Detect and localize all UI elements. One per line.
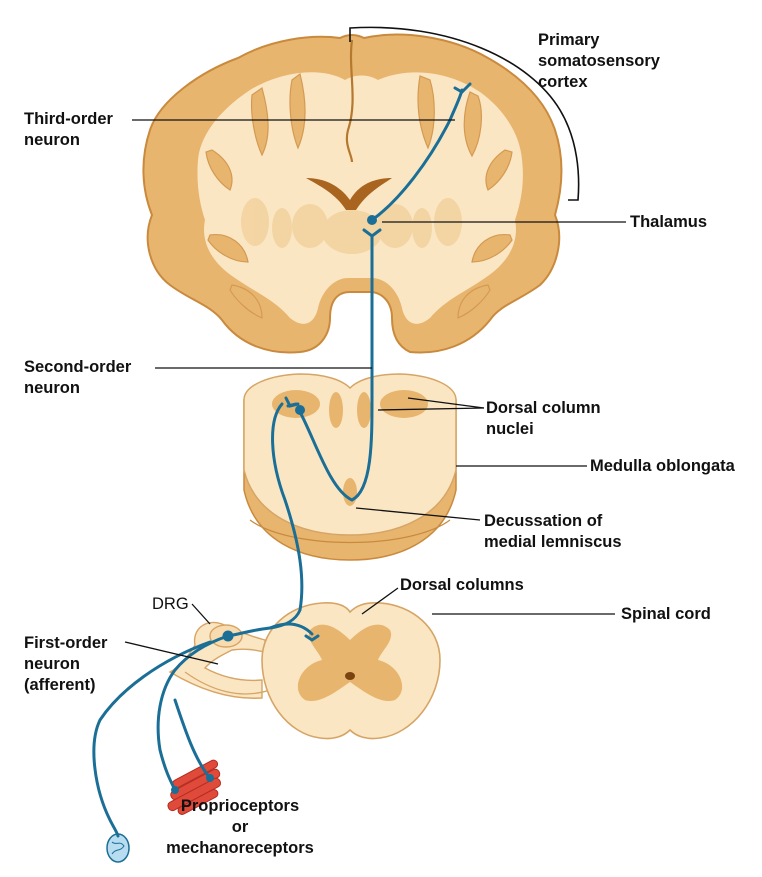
third-order-soma <box>367 215 377 225</box>
gracile-nucleus-left <box>329 392 343 428</box>
leader-dorsal-column-nuclei-2 <box>377 407 485 411</box>
label-spinal-cord: Spinal cord <box>621 605 711 623</box>
lateral-ventricles <box>306 178 392 210</box>
label-decussation: Decussation of medial lemniscus <box>484 512 622 551</box>
second-order-axon <box>298 234 374 502</box>
leader-first-order <box>124 641 219 665</box>
longitudinal-fissure <box>345 39 354 163</box>
label-thalamus: Thalamus <box>630 213 708 231</box>
third-order-terminal <box>453 82 472 94</box>
decussation-area <box>343 478 357 506</box>
peripheral-branch-mechano <box>92 640 212 838</box>
ventral-root <box>184 671 271 695</box>
leader-dorsal-column-nuclei <box>407 397 485 409</box>
leader-drg <box>191 603 211 625</box>
leader-lines <box>124 119 626 665</box>
label-medulla-oblongata: Medulla oblongata <box>590 457 735 475</box>
third-order-axon <box>370 88 464 222</box>
first-order-soma <box>222 630 234 642</box>
second-order-soma <box>295 405 305 415</box>
leader-decussation <box>355 507 481 521</box>
gyri-folds <box>205 72 513 319</box>
cortex-bracket <box>349 26 580 201</box>
brain-coronal-section <box>142 33 563 354</box>
label-drg: DRG <box>152 595 189 613</box>
spindle-ending-2 <box>206 774 214 782</box>
first-order-collateral <box>268 622 314 636</box>
label-dorsal-columns: Dorsal columns <box>400 576 524 594</box>
medulla-terminal-bar <box>286 402 298 408</box>
leader-dorsal-columns <box>361 587 399 615</box>
neuron-pathway <box>92 82 472 838</box>
spinal-terminal <box>304 634 320 642</box>
spindle-ending-1 <box>171 786 179 794</box>
first-order-axon-central <box>226 402 304 638</box>
dorsal-root-nerve <box>168 621 266 699</box>
first-order-axon-peripheral <box>156 634 230 792</box>
gracile-nucleus-right <box>357 392 371 428</box>
label-primary-somatosensory-cortex: Primary somatosensory cortex <box>538 31 660 91</box>
medulla-oblongata-section <box>243 373 457 561</box>
spinal-gray-matter <box>297 624 403 701</box>
peripheral-branch-spindle <box>173 698 212 780</box>
deep-nuclei <box>241 198 462 254</box>
spinal-cord-section <box>168 602 441 740</box>
label-dorsal-column-nuclei: Dorsal column nuclei <box>486 399 601 438</box>
label-third-order-neuron: Third-order neuron <box>24 110 113 149</box>
medulla-ridge <box>249 519 451 543</box>
label-second-order-neuron: Second-order neuron <box>24 358 132 397</box>
neuron-cell-bodies <box>171 215 377 794</box>
central-canal <box>345 672 355 680</box>
thalamus-terminal <box>362 228 382 238</box>
mechanoreceptor-ending <box>106 833 130 863</box>
label-receptors: Proprioceptors or mechanoreceptors <box>166 797 314 857</box>
dorsal-column-nucleus-right <box>380 390 428 418</box>
label-first-order-neuron: First-order neuron (afferent) <box>24 634 108 694</box>
